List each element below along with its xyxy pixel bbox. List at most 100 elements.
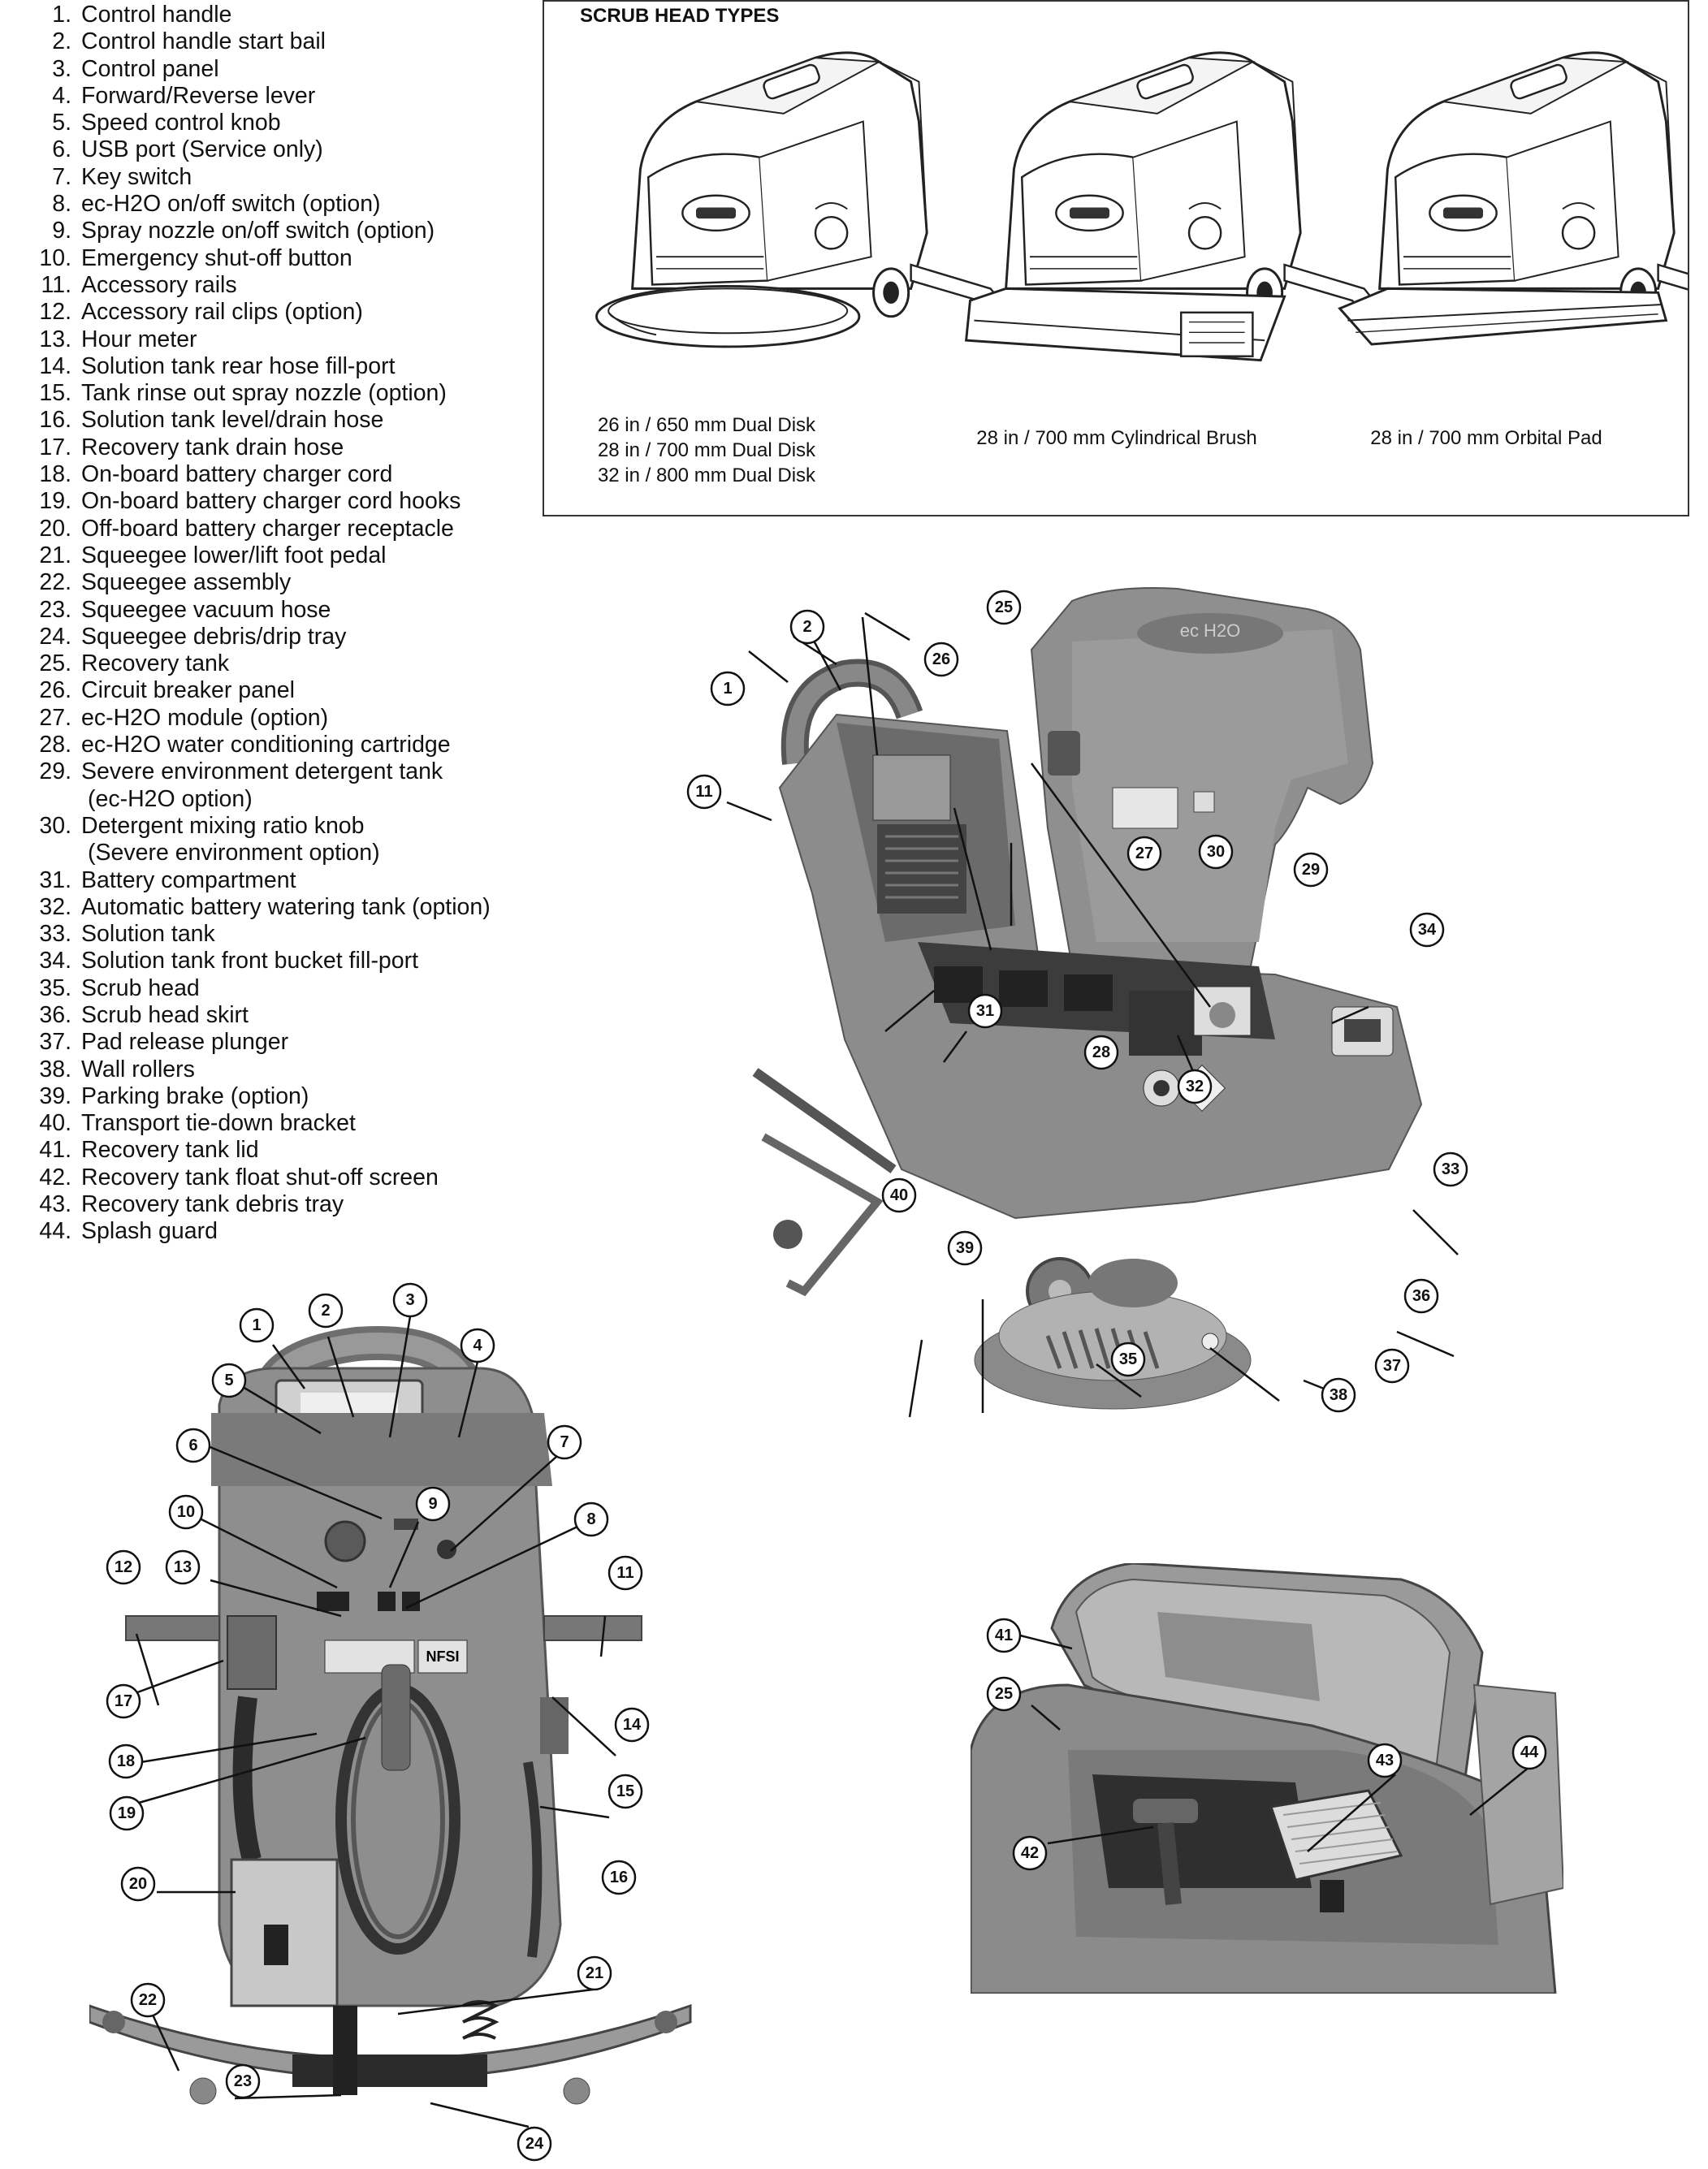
svg-text:16: 16 bbox=[610, 1869, 628, 1886]
parts-list-item: 36.Scrub head skirt bbox=[16, 1002, 544, 1029]
parts-list-number: 29. bbox=[39, 758, 71, 785]
callout-17-rear: 17 bbox=[106, 1683, 141, 1719]
parts-list-number: 21. bbox=[39, 542, 71, 568]
parts-list-label: Squeegee assembly bbox=[81, 569, 292, 596]
dual-disk-caption: 26 in / 650 mm Dual Disk 28 in / 700 mm … bbox=[585, 413, 828, 488]
parts-list-item: 35.Scrub head bbox=[16, 975, 544, 1002]
parts-list-item: 40.Transport tie-down bracket bbox=[16, 1110, 544, 1137]
svg-text:44: 44 bbox=[1520, 1743, 1539, 1761]
svg-text:9: 9 bbox=[428, 1495, 437, 1513]
parts-list-item: 23.Squeegee vacuum hose bbox=[16, 597, 544, 624]
parts-list-number: 44. bbox=[39, 1218, 71, 1245]
parts-list-item: 5.Speed control knob bbox=[16, 110, 544, 136]
parts-list-number: 38. bbox=[39, 1056, 71, 1082]
parts-list-item: 19.On-board battery charger cord hooks bbox=[16, 488, 544, 515]
parts-list-item: 28.ec-H2O water conditioning cartridge bbox=[16, 732, 544, 758]
callout-9-rear: 9 bbox=[415, 1486, 451, 1522]
svg-text:17: 17 bbox=[115, 1692, 132, 1710]
svg-text:21: 21 bbox=[586, 1964, 603, 1982]
parts-list-item: 39.Parking brake (option) bbox=[16, 1083, 544, 1110]
svg-text:22: 22 bbox=[139, 1991, 157, 2009]
parts-list-label: Recovery tank float shut-off screen bbox=[81, 1164, 439, 1190]
svg-text:8: 8 bbox=[586, 1510, 595, 1528]
parts-list-label: Recovery tank drain hose bbox=[81, 434, 344, 460]
parts-list-item: 33.Solution tank bbox=[16, 921, 544, 948]
svg-text:2: 2 bbox=[321, 1302, 330, 1320]
svg-text:20: 20 bbox=[129, 1875, 147, 1893]
parts-list-item: 2.Control handle start bail bbox=[16, 28, 544, 55]
parts-list-number: 11. bbox=[41, 271, 71, 298]
parts-list-item: 6.USB port (Service only) bbox=[16, 136, 544, 163]
svg-text:6: 6 bbox=[188, 1437, 197, 1454]
callout-42-tank: 42 bbox=[1012, 1835, 1048, 1871]
parts-list-item: 44.Splash guard bbox=[16, 1218, 544, 1245]
parts-list-number: 42. bbox=[39, 1164, 71, 1190]
parts-list-label: Recovery tank bbox=[81, 650, 230, 677]
parts-list-number: 30. bbox=[39, 812, 71, 839]
parts-list-label: Forward/Reverse lever bbox=[81, 82, 316, 109]
scrub-head-types-box: SCRUB HEAD TYPES bbox=[543, 0, 1689, 516]
svg-text:25: 25 bbox=[995, 1685, 1013, 1703]
orbital-caption: 28 in / 700 mm Orbital Pad bbox=[1370, 427, 1602, 449]
callout-24-rear: 24 bbox=[517, 2126, 552, 2162]
svg-text:41: 41 bbox=[995, 1627, 1013, 1644]
parts-list-number: 27. bbox=[39, 704, 71, 731]
svg-text:12: 12 bbox=[115, 1558, 132, 1576]
parts-list-label: Detergent mixing ratio knob bbox=[81, 812, 365, 839]
parts-list-item: 37.Pad release plunger bbox=[16, 1029, 544, 1056]
callout-43-tank: 43 bbox=[1367, 1743, 1403, 1778]
callout-25-tank: 25 bbox=[986, 1676, 1022, 1712]
svg-text:24: 24 bbox=[525, 2135, 544, 2153]
callout-7-rear: 7 bbox=[547, 1424, 582, 1460]
parts-list-label: Control handle bbox=[81, 2, 232, 28]
parts-list-item: 43.Recovery tank debris tray bbox=[16, 1191, 544, 1218]
nfsi-decal: NFSI bbox=[426, 1648, 459, 1665]
parts-list-label: Battery compartment bbox=[81, 866, 296, 893]
parts-list-label: Squeegee lower/lift foot pedal bbox=[81, 542, 387, 568]
parts-list-label: On-board battery charger cord hooks bbox=[81, 488, 461, 515]
parts-list-item: 10.Emergency shut-off button bbox=[16, 245, 544, 272]
parts-list-number: 26. bbox=[39, 677, 71, 704]
parts-list-item: 8.ec-H2O on/off switch (option) bbox=[16, 191, 544, 218]
parts-list-item: 15.Tank rinse out spray nozzle (option) bbox=[16, 380, 544, 407]
parts-list-number: 6. bbox=[52, 136, 71, 163]
parts-list-item: 16.Solution tank level/drain hose bbox=[16, 407, 544, 434]
svg-text:23: 23 bbox=[234, 2072, 252, 2090]
parts-list-item: 14.Solution tank rear hose fill-port bbox=[16, 353, 544, 380]
parts-list-label: Recovery tank debris tray bbox=[81, 1191, 344, 1218]
svg-text:5: 5 bbox=[224, 1372, 233, 1389]
parts-list-number: 40. bbox=[39, 1110, 71, 1137]
parts-list-label: Scrub head skirt bbox=[81, 1001, 249, 1028]
parts-list-number: 37. bbox=[39, 1029, 71, 1056]
parts-list-label: Squeegee vacuum hose bbox=[81, 596, 331, 623]
parts-list-item: 27.ec-H2O module (option) bbox=[16, 705, 544, 732]
parts-list-number: 32. bbox=[39, 893, 71, 920]
parts-list-item: 24.Squeegee debris/drip tray bbox=[16, 624, 544, 650]
parts-list-item: 22.Squeegee assembly bbox=[16, 569, 544, 596]
parts-list-label: ec-H2O on/off switch (option) bbox=[81, 191, 381, 218]
parts-list-item: 9.Spray nozzle on/off switch (option) bbox=[16, 218, 544, 244]
parts-list-item: 21. Squeegee lower/lift foot pedal bbox=[16, 542, 544, 569]
callout-11-rear: 11 bbox=[608, 1555, 643, 1591]
callout-4-rear: 4 bbox=[460, 1328, 495, 1363]
parts-list-item: 25.Recovery tank bbox=[16, 650, 544, 677]
parts-list-number: 28. bbox=[39, 732, 71, 758]
parts-list-item: 4.Forward/Reverse lever bbox=[16, 83, 544, 110]
callout-5-rear: 5 bbox=[211, 1363, 247, 1398]
parts-list-label: Severe environment detergent tank bbox=[81, 758, 443, 785]
callout-41-tank: 41 bbox=[986, 1618, 1022, 1653]
dual-disk-26-label: 26 in / 650 mm Dual Disk bbox=[597, 414, 816, 436]
parts-list-number: 3. bbox=[52, 55, 71, 82]
callout-21-rear: 21 bbox=[577, 1955, 612, 1991]
svg-text:43: 43 bbox=[1376, 1752, 1394, 1769]
parts-list-label: Control handle start bail bbox=[81, 28, 326, 55]
svg-text:11: 11 bbox=[616, 1564, 633, 1582]
parts-list-item: 3.Control panel bbox=[16, 56, 544, 83]
svg-text:4: 4 bbox=[473, 1337, 482, 1355]
parts-list-item: 11.Accessory rails bbox=[16, 272, 544, 299]
callout-16-rear: 16 bbox=[601, 1860, 637, 1895]
parts-list-number: 34. bbox=[39, 948, 71, 974]
callout-10-rear: 10 bbox=[168, 1494, 204, 1530]
parts-list-item: 31.Battery compartment bbox=[16, 867, 544, 894]
